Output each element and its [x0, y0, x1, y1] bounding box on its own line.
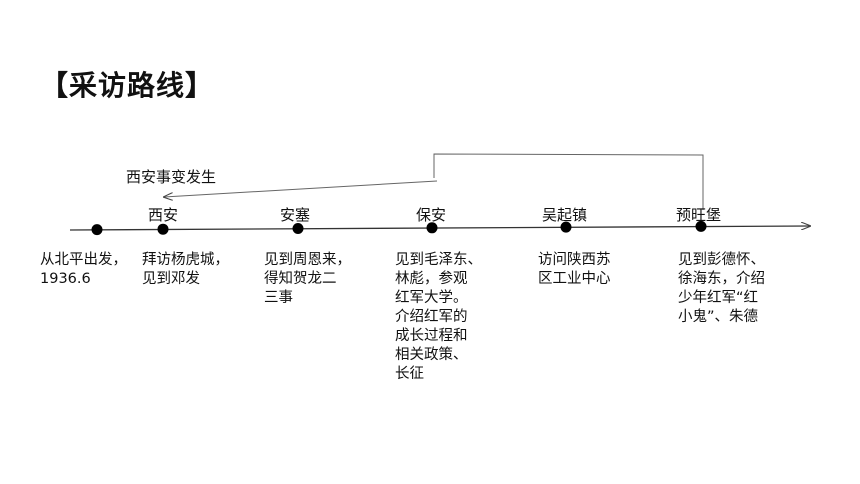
description-line: 红军大学。 [395, 290, 468, 306]
station-name: 预旺堡 [676, 206, 722, 224]
station-dot [157, 223, 169, 235]
description-line: 成长过程和 [395, 328, 468, 344]
station-description: 访问陕西苏区工业中心 [538, 251, 611, 289]
return-connector [433, 153, 704, 210]
station-dot [91, 224, 103, 236]
description-line: 长征 [395, 366, 424, 382]
description-line: 得知贺龙二 [264, 271, 337, 287]
description-line: 林彪，参观 [395, 271, 468, 287]
description-line: 从北平出发， [40, 252, 127, 268]
description-line: 见到彭德怀、 [678, 252, 765, 268]
station-name: 安塞 [280, 206, 311, 224]
description-line: 见到周恩来， [264, 252, 351, 268]
description-line: 徐海东，介绍 [678, 271, 765, 287]
station-description: 见到毛泽东、林彪，参观红军大学。介绍红军的成长过程和相关政策、长征 [395, 251, 482, 384]
station-description: 拜访杨虎城， 见到邓发 [142, 251, 229, 289]
description-line: 小鬼”、朱德 [678, 309, 759, 325]
description-line: 拜访杨虎城， [142, 252, 229, 268]
description-line: 见到邓发 [142, 271, 200, 287]
event-label: 西安事变发生 [126, 168, 217, 186]
page-title: 【采访路线】 [40, 69, 215, 102]
station-dot [560, 221, 572, 233]
station-description: 从北平出发， 1936.6 [40, 251, 127, 289]
event-arrow [164, 180, 438, 197]
station-name: 西安 [148, 206, 179, 224]
station-dot [292, 223, 304, 234]
station-dot [695, 220, 707, 232]
description-line: 1936.6 [40, 271, 91, 287]
description-line: 三事 [264, 290, 293, 306]
description-line: 见到毛泽东、 [395, 252, 482, 268]
station-description: 见到彭德怀、徐海东，介绍少年红军“红小鬼”、朱德 [678, 251, 765, 327]
description-line: 访问陕西苏 [538, 252, 611, 268]
station-name: 保安 [416, 206, 447, 224]
description-line: 介绍红军的 [395, 309, 468, 325]
description-line: 少年红军“红 [678, 290, 759, 306]
description-line: 相关政策、 [395, 347, 468, 363]
station-name: 吴起镇 [542, 206, 588, 224]
station-dot [426, 222, 438, 234]
description-line: 区工业中心 [538, 271, 611, 287]
station-description: 见到周恩来， 得知贺龙二三事 [264, 251, 351, 308]
timeline-axis [69, 226, 810, 231]
